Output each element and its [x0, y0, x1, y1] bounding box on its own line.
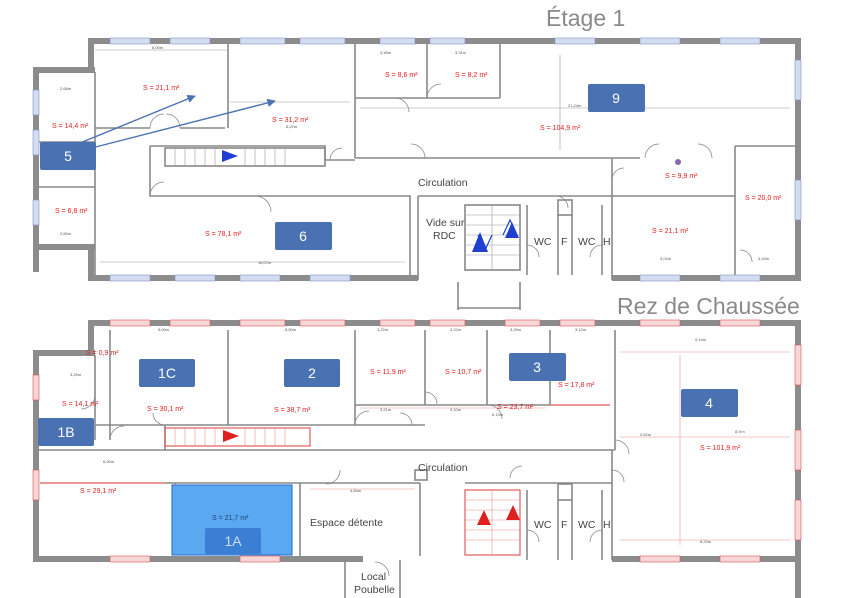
room-area: S = 23,7 m²	[497, 404, 534, 411]
espace-detente-label: Espace détente	[310, 517, 383, 529]
upper-floor-plan: 6,00m 3,48m 3,31m 21,24m 16,07m 3,04m 3,…	[32, 37, 802, 310]
room-badge-1b: 1B	[38, 418, 94, 446]
wc-label: WC	[578, 236, 596, 248]
room-badge-2: 2	[284, 359, 340, 387]
circulation-label: Circulation	[418, 462, 468, 474]
room-area: S = 78,1 m²	[205, 231, 242, 238]
svg-text:3,21m: 3,21m	[380, 407, 392, 412]
svg-text:3,26m: 3,26m	[70, 372, 82, 377]
room-badge-9: 9	[588, 84, 645, 112]
room-area: S = 30,1 m²	[147, 406, 184, 413]
svg-text:6,13m: 6,13m	[492, 412, 504, 417]
room-area: S = 21,1 m²	[143, 85, 180, 92]
room-area: S = 38,7 m²	[274, 407, 311, 414]
svg-text:3,22m: 3,22m	[377, 327, 389, 332]
room-area: S = 11,9 m²	[370, 369, 407, 376]
local-poubelle-label: Poubelle	[354, 584, 395, 596]
svg-text:2,66m: 2,66m	[60, 231, 72, 236]
vide-label: RDC	[433, 230, 456, 242]
floor-title-etage-1: Étage 1	[546, 5, 626, 31]
room-badge-1c: 1C	[139, 359, 195, 387]
room-area: S = 6,8 m²	[55, 208, 88, 215]
room-area: S = 8,6 m²	[385, 72, 418, 79]
room-area: S = 31,2 m²	[272, 117, 309, 124]
svg-text:9: 9	[612, 90, 620, 106]
room-area: S = 21,7 m²	[212, 515, 249, 522]
room-area: S = 14,4 m²	[52, 123, 89, 130]
wc-label: F	[561, 236, 567, 248]
arrow-icon	[79, 98, 276, 152]
room-badge-1a: 1A	[205, 528, 261, 554]
svg-text:1C: 1C	[158, 365, 176, 381]
room-area: S = 0,9 m²	[86, 350, 119, 357]
svg-text:2,66m: 2,66m	[60, 86, 72, 91]
room-area: S = 20,0 m²	[745, 195, 782, 202]
room-area: S = 9,9 m²	[665, 173, 698, 180]
svg-text:2,62m: 2,62m	[640, 432, 652, 437]
svg-text:5,00m: 5,00m	[158, 327, 170, 332]
svg-text:3,22m: 3,22m	[450, 327, 462, 332]
svg-text:3,12m: 3,12m	[575, 327, 587, 332]
lower-floor-plan: 5,00m 6,50m 3,22m 3,22m 3,26m 3,12m 9,14…	[32, 319, 802, 598]
room-area: S = 8,2 m²	[455, 72, 488, 79]
floor-title-rez-de-chaussee: Rez de Chaussée	[617, 293, 800, 319]
svg-text:6,00m: 6,00m	[152, 45, 164, 50]
room-badge-5: 5	[40, 142, 96, 170]
svg-text:3,26m: 3,26m	[510, 327, 522, 332]
room-area: S = 17,8 m²	[558, 382, 595, 389]
room-area: S = 104,9 m²	[540, 125, 581, 132]
svg-text:4: 4	[705, 395, 713, 411]
svg-text:3,10m: 3,10m	[450, 407, 462, 412]
svg-text:16,07m: 16,07m	[258, 260, 272, 265]
svg-text:9,14m: 9,14m	[695, 337, 707, 342]
room-area: S = 14,1 m²	[62, 401, 99, 408]
svg-text:8,5'm: 8,5'm	[735, 429, 745, 434]
room-area: S = 10,7 m²	[445, 369, 482, 376]
vide-label: Vide sur	[426, 217, 465, 229]
room-area: S = 21,1 m²	[652, 228, 689, 235]
svg-text:6,26m: 6,26m	[103, 459, 115, 464]
svg-text:6: 6	[299, 228, 307, 244]
svg-text:5: 5	[64, 148, 72, 164]
svg-text:3,43m: 3,43m	[758, 256, 770, 261]
wc-label: WC	[578, 519, 596, 531]
wc-label: WC	[534, 519, 552, 531]
svg-text:8,23m: 8,23m	[700, 539, 712, 544]
arrow-icon	[79, 94, 196, 144]
svg-text:21,24m: 21,24m	[568, 103, 582, 108]
wc-label: H	[603, 236, 611, 248]
room-area: S = 29,1 m²	[80, 488, 117, 495]
svg-text:3,04m: 3,04m	[660, 256, 672, 261]
svg-text:3,31m: 3,31m	[455, 50, 467, 55]
room-badge-3: 3	[509, 353, 566, 381]
wc-label: F	[561, 519, 567, 531]
local-poubelle-label: Local	[361, 571, 386, 583]
room-badge-4: 4	[681, 389, 738, 417]
circulation-label: Circulation	[418, 177, 468, 189]
svg-text:2: 2	[308, 365, 316, 381]
svg-text:1B: 1B	[57, 424, 74, 440]
wc-label: WC	[534, 236, 552, 248]
room-area: S = 101,9 m²	[700, 445, 741, 452]
svg-text:4,84m: 4,84m	[350, 488, 362, 493]
svg-text:6,50m: 6,50m	[285, 327, 297, 332]
svg-text:3,48m: 3,48m	[380, 50, 392, 55]
svg-text:1A: 1A	[224, 533, 242, 549]
svg-text:3: 3	[533, 359, 541, 375]
wc-label: H	[603, 519, 611, 531]
room-badge-6: 6	[275, 222, 332, 250]
svg-text:6,22m: 6,22m	[286, 124, 298, 129]
